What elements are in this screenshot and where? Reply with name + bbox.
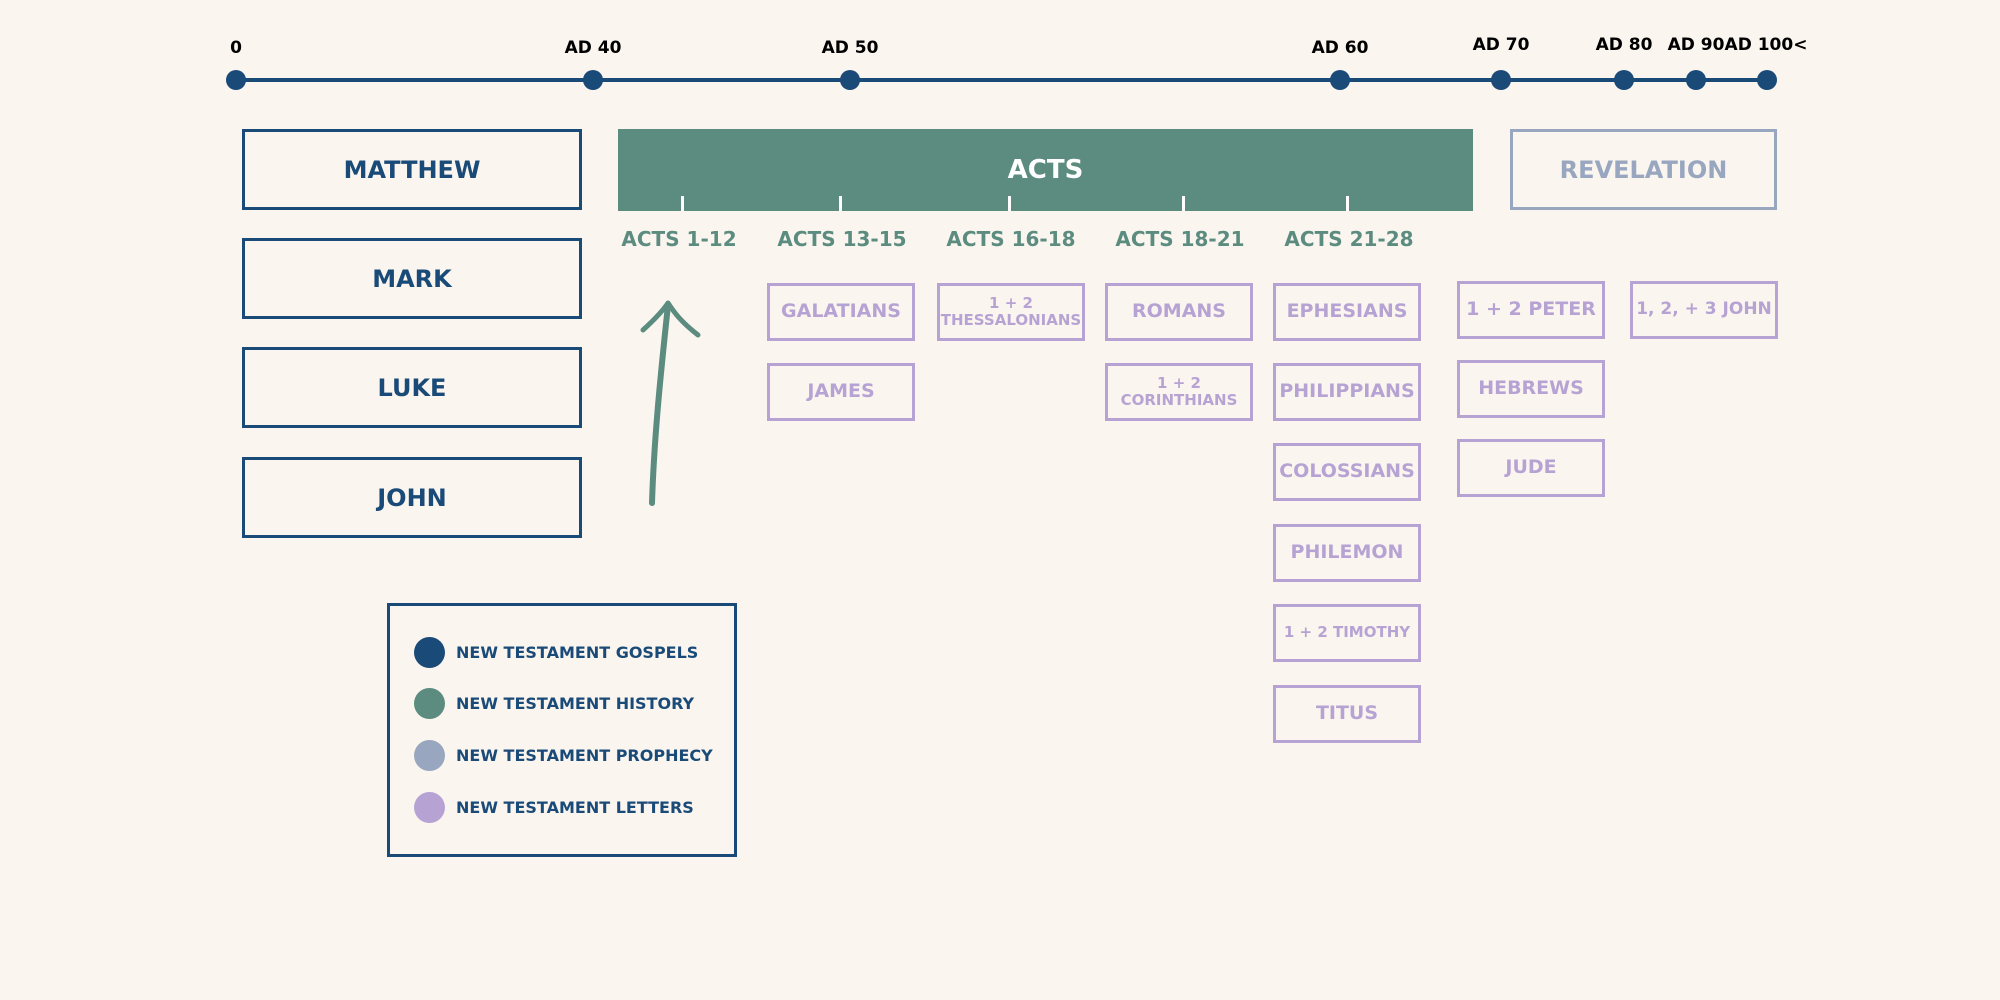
letter-philippians: PHILIPPIANS	[1273, 363, 1421, 421]
prophecy-revelation: REVELATION	[1510, 129, 1777, 210]
legend-swatch-history	[414, 687, 445, 719]
legend-swatch-gospels	[414, 636, 445, 668]
letter-galatians: GALATIANS	[767, 283, 915, 341]
timeline-marker-ad80	[1614, 70, 1634, 90]
letter-corinthians: 1 + 2 CORINTHIANS	[1105, 363, 1253, 421]
legend-label-letters: NEW TESTAMENT LETTERS	[456, 797, 694, 817]
legend-swatch-letters	[414, 791, 445, 823]
legend	[387, 603, 737, 857]
timeline-label-ad40: AD 40	[564, 38, 622, 58]
legend-item-gospels: NEW TESTAMENT GOSPELS	[414, 636, 698, 668]
legend-item-history: NEW TESTAMENT HISTORY	[414, 687, 694, 719]
timeline-marker-ad60	[1330, 70, 1350, 90]
timeline-marker-ad40	[583, 70, 603, 90]
legend-item-letters: NEW TESTAMENT LETTERS	[414, 791, 694, 823]
letter-philemon: PHILEMON	[1273, 524, 1421, 582]
gospel-luke: LUKE	[242, 347, 582, 428]
acts-section-tick	[839, 196, 842, 211]
acts-section-label: ACTS 1-12	[621, 227, 737, 251]
letter-hebrews: HEBREWS	[1457, 360, 1605, 418]
timeline-label-0: 0	[230, 38, 242, 58]
letter-timothy: 1 + 2 TIMOTHY	[1273, 604, 1421, 662]
acts-section-tick	[1182, 196, 1185, 211]
timeline-label-ad60: AD 60	[1311, 38, 1369, 58]
letter-peter: 1 + 2 PETER	[1457, 281, 1605, 339]
gospel-mark: MARK	[242, 238, 582, 319]
timeline-marker-ad70	[1491, 70, 1511, 90]
gospel-matthew: MATTHEW	[242, 129, 582, 210]
letter-jude: JUDE	[1457, 439, 1605, 497]
arrow-up-icon	[640, 300, 701, 506]
gospel-john: JOHN	[242, 457, 582, 538]
letter-thessalonians: 1 + 2 THESSALONIANS	[937, 283, 1085, 341]
letter-colossians: COLOSSIANS	[1273, 443, 1421, 501]
timeline-label-ad50: AD 50	[821, 38, 879, 58]
legend-label-prophecy: NEW TESTAMENT PROPHECY	[456, 745, 713, 765]
timeline-marker-0	[226, 70, 246, 90]
legend-swatch-prophecy	[414, 739, 445, 771]
acts-section-label: ACTS 16-18	[946, 227, 1076, 251]
timeline-marker-ad50	[840, 70, 860, 90]
legend-item-prophecy: NEW TESTAMENT PROPHECY	[414, 739, 713, 771]
acts-bar: ACTS	[618, 129, 1473, 211]
letter-titus: TITUS	[1273, 685, 1421, 743]
legend-label-gospels: NEW TESTAMENT GOSPELS	[456, 642, 699, 662]
acts-section-label: ACTS 13-15	[777, 227, 907, 251]
acts-section-tick	[681, 196, 684, 211]
timeline-label-ad70: AD 70	[1472, 35, 1530, 55]
timeline-label-ad100: AD 100<	[1724, 35, 1808, 55]
letter-john-epistles: 1, 2, + 3 JOHN	[1630, 281, 1778, 339]
timeline-marker-ad100	[1757, 70, 1777, 90]
legend-label-history: NEW TESTAMENT HISTORY	[456, 693, 695, 713]
acts-section-tick	[1008, 196, 1011, 211]
letter-james: JAMES	[767, 363, 915, 421]
timeline-axis	[235, 78, 1767, 82]
acts-section-label: ACTS 21-28	[1284, 227, 1414, 251]
letter-romans: ROMANS	[1105, 283, 1253, 341]
letter-ephesians: EPHESIANS	[1273, 283, 1421, 341]
acts-section-label: ACTS 18-21	[1115, 227, 1245, 251]
timeline-label-ad90: AD 90	[1667, 35, 1725, 55]
acts-section-tick	[1346, 196, 1349, 211]
timeline-marker-ad90	[1686, 70, 1706, 90]
timeline-label-ad80: AD 80	[1595, 35, 1653, 55]
